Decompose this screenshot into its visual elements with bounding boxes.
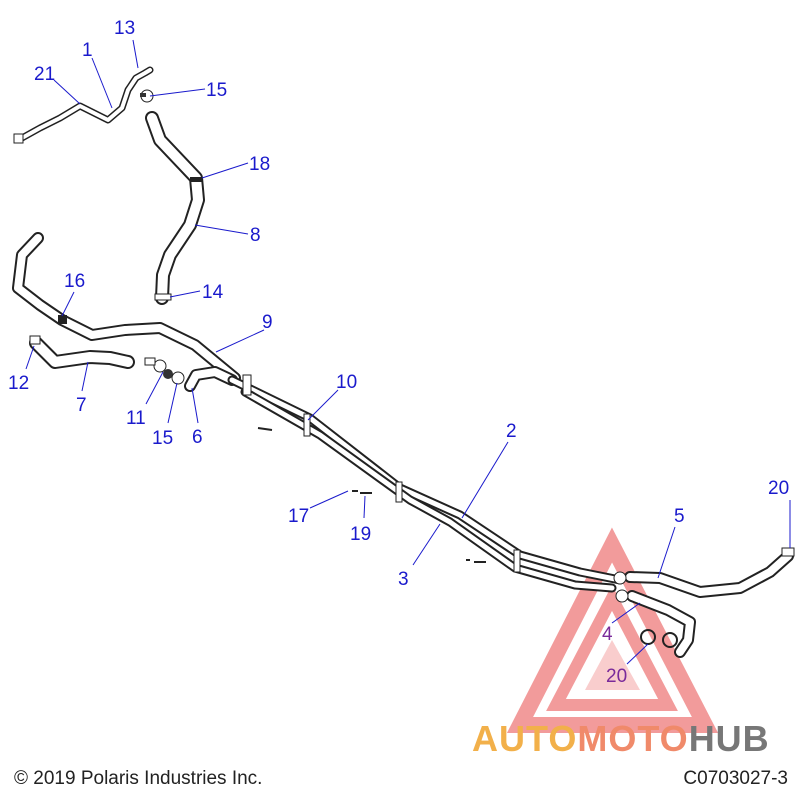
leader-lines <box>25 39 791 665</box>
copyright-text: © 2019 Polaris Industries Inc. <box>14 768 263 789</box>
clamps-20 <box>613 547 795 648</box>
callout-18: 18 <box>249 154 270 175</box>
clamp-10 <box>242 374 521 573</box>
callout-labels: 13 1 21 15 18 8 16 14 9 12 7 10 11 15 6 … <box>8 18 789 687</box>
callout-17: 17 <box>288 506 309 527</box>
bolt-17-19 <box>257 427 486 563</box>
callout-20-right: 20 <box>768 478 789 499</box>
callout-11: 11 <box>126 408 146 429</box>
callout-1: 1 <box>82 40 93 61</box>
callout-15-top: 15 <box>206 80 227 101</box>
callout-10: 10 <box>336 372 357 393</box>
hose-16 <box>12 232 241 384</box>
fittings-11-15 <box>144 357 185 385</box>
clamp-18 <box>190 177 203 182</box>
clamp-16 <box>58 315 67 324</box>
watermark-hub: HUB <box>688 718 770 759</box>
callout-20-bottom: 20 <box>606 666 627 687</box>
figure-code: C0703027-3 <box>683 768 788 789</box>
watermark-auto: AUTO <box>472 718 578 759</box>
callout-21: 21 <box>34 64 55 85</box>
watermark-moto: MOTO <box>577 718 689 759</box>
callout-9: 9 <box>262 312 273 333</box>
hose-4 <box>626 590 696 658</box>
hose-3 <box>240 387 617 593</box>
callout-4: 4 <box>602 624 613 645</box>
callout-15-mid: 15 <box>152 428 173 449</box>
callout-3: 3 <box>398 569 409 590</box>
callout-13: 13 <box>114 18 135 39</box>
callout-16: 16 <box>64 271 85 292</box>
clamp-12 <box>29 335 41 345</box>
hose-8 <box>145 111 205 305</box>
callout-2: 2 <box>506 421 517 442</box>
hose-2 <box>227 375 625 585</box>
clamp-14 <box>154 293 172 301</box>
clamp-21 <box>13 133 24 144</box>
hose-7 <box>29 336 135 369</box>
hose-1 <box>18 66 154 142</box>
callout-19: 19 <box>350 524 371 545</box>
callout-8: 8 <box>250 225 261 246</box>
callout-7: 7 <box>76 395 87 416</box>
callout-6: 6 <box>192 427 203 448</box>
hose-6 <box>184 366 238 392</box>
callout-14: 14 <box>202 282 224 303</box>
callout-12: 12 <box>8 373 29 394</box>
callout-5: 5 <box>674 506 685 527</box>
watermark-logo: AUTOMOTOHUB <box>472 718 770 760</box>
hose-5 <box>624 550 794 598</box>
